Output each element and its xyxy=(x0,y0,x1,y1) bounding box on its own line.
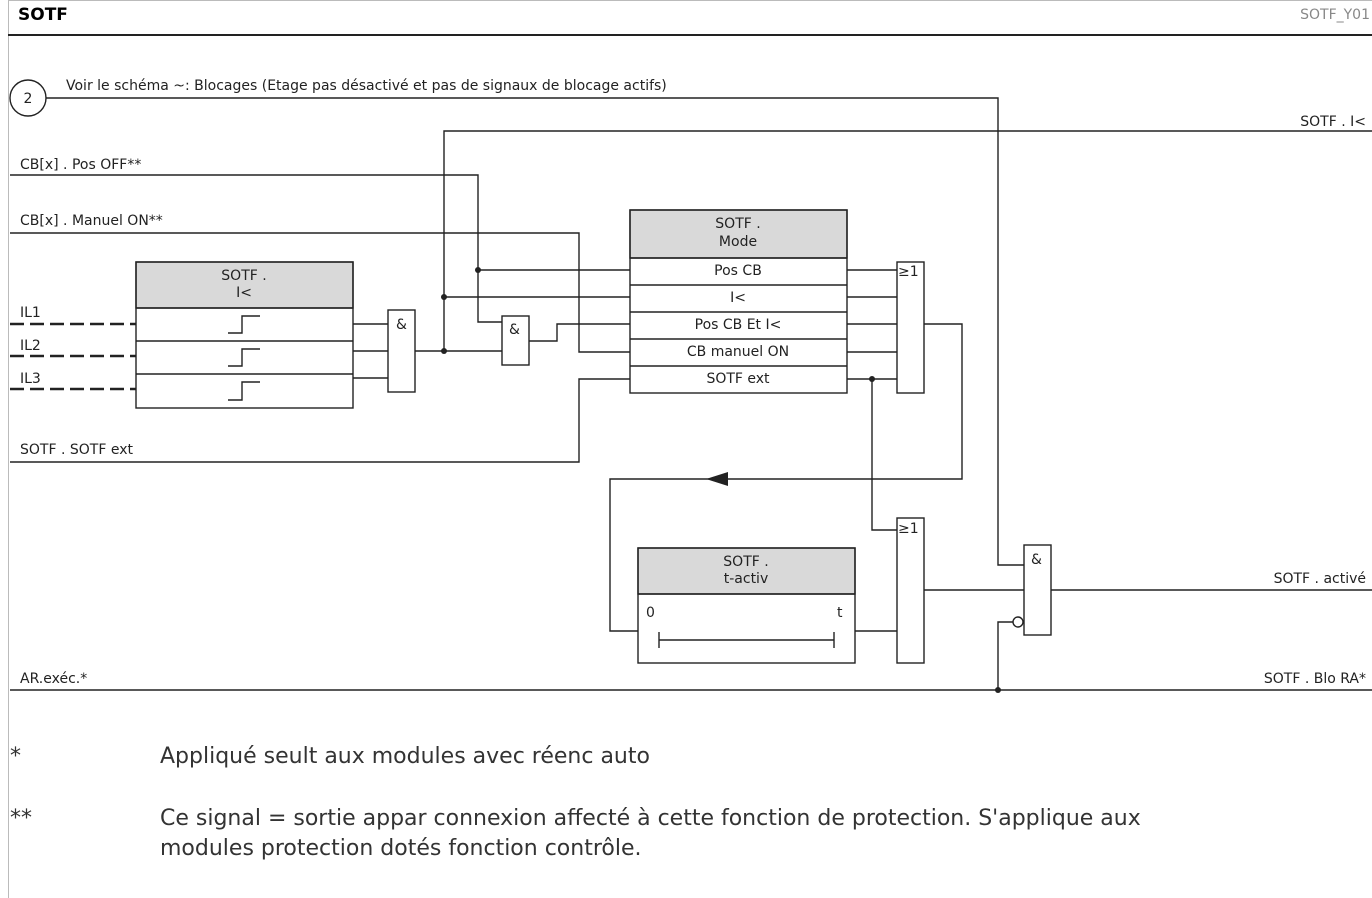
mode-row: CB manuel ON xyxy=(687,344,789,360)
threshold-icon xyxy=(228,315,260,334)
mode-block xyxy=(629,209,848,394)
ar-exec-label: AR.exéc.* xyxy=(20,671,87,687)
sotf-ext-label: SOTF . SOTF ext xyxy=(20,442,133,458)
arrow-left-icon xyxy=(706,472,728,486)
page-frame xyxy=(8,0,1372,898)
diagram-code: SOTF_Y01 xyxy=(1300,7,1370,23)
tactiv-block-title: SOTF . xyxy=(723,554,768,570)
note-1-text: Appliqué seult aux modules avec réenc au… xyxy=(160,744,650,769)
inverter-circle xyxy=(1012,616,1024,628)
i-block xyxy=(135,261,354,409)
note-1-mark: * xyxy=(10,744,21,769)
i-block-title: SOTF . xyxy=(221,268,266,284)
blocking-text: Voir le schéma ~: Blocages (Etage pas dé… xyxy=(66,78,667,94)
diagram-title: SOTF xyxy=(18,5,68,25)
cb-manuel-on-label: CB[x] . Manuel ON** xyxy=(20,213,163,229)
mode-block-subtitle: Mode xyxy=(719,234,757,250)
mode-row: I< xyxy=(730,290,746,306)
blo-ra-output-label: SOTF . Blo RA* xyxy=(1264,671,1366,687)
or-gate-2-label: ≥1 xyxy=(898,521,919,537)
tactiv-zero-label: 0 xyxy=(646,605,655,621)
i-less-output-label: SOTF . I< xyxy=(1300,114,1366,130)
active-output-label: SOTF . activé xyxy=(1274,571,1366,587)
mode-row: SOTF ext xyxy=(706,371,770,387)
mode-block-title: SOTF . xyxy=(715,216,760,232)
or-gate-1 xyxy=(896,261,925,394)
and-gate-3-label: & xyxy=(1031,552,1042,568)
tactiv-block xyxy=(637,547,856,664)
feedback-line xyxy=(609,323,963,632)
cb-manuel-on-line xyxy=(10,232,630,353)
tactiv-block-subtitle: t-activ xyxy=(724,571,768,587)
or-gate-1-label: ≥1 xyxy=(898,264,919,280)
blocking-line xyxy=(46,97,1024,566)
cb-pos-off-label: CB[x] . Pos OFF** xyxy=(20,157,141,173)
il2-label: IL2 xyxy=(20,338,41,354)
il3-label: IL3 xyxy=(20,371,41,387)
diagram-header: SOTF SOTF_Y01 xyxy=(8,0,1372,36)
i-block-subtitle: I< xyxy=(236,285,252,301)
cb-pos-off-line xyxy=(10,174,502,323)
note-2-text-line2: modules protection dotés fonction contrô… xyxy=(160,836,642,861)
and-gate-2-label: & xyxy=(509,322,520,338)
threshold-icon xyxy=(228,381,260,401)
mode-row: Pos CB Et I< xyxy=(695,317,782,333)
mode-row: Pos CB xyxy=(714,263,762,279)
reference-circle-label: 2 xyxy=(24,91,33,107)
and-gate-1-label: & xyxy=(396,317,407,333)
tactiv-t-label: t xyxy=(837,605,843,621)
sotf-ext-line xyxy=(10,378,630,463)
note-2-mark: ** xyxy=(10,806,32,831)
i-less-output-line xyxy=(443,130,1372,351)
threshold-icon xyxy=(228,348,260,367)
il1-label: IL1 xyxy=(20,305,41,321)
or-gate-2 xyxy=(896,517,925,664)
note-2-text-line1: Ce signal = sortie appar connexion affec… xyxy=(160,806,1141,831)
